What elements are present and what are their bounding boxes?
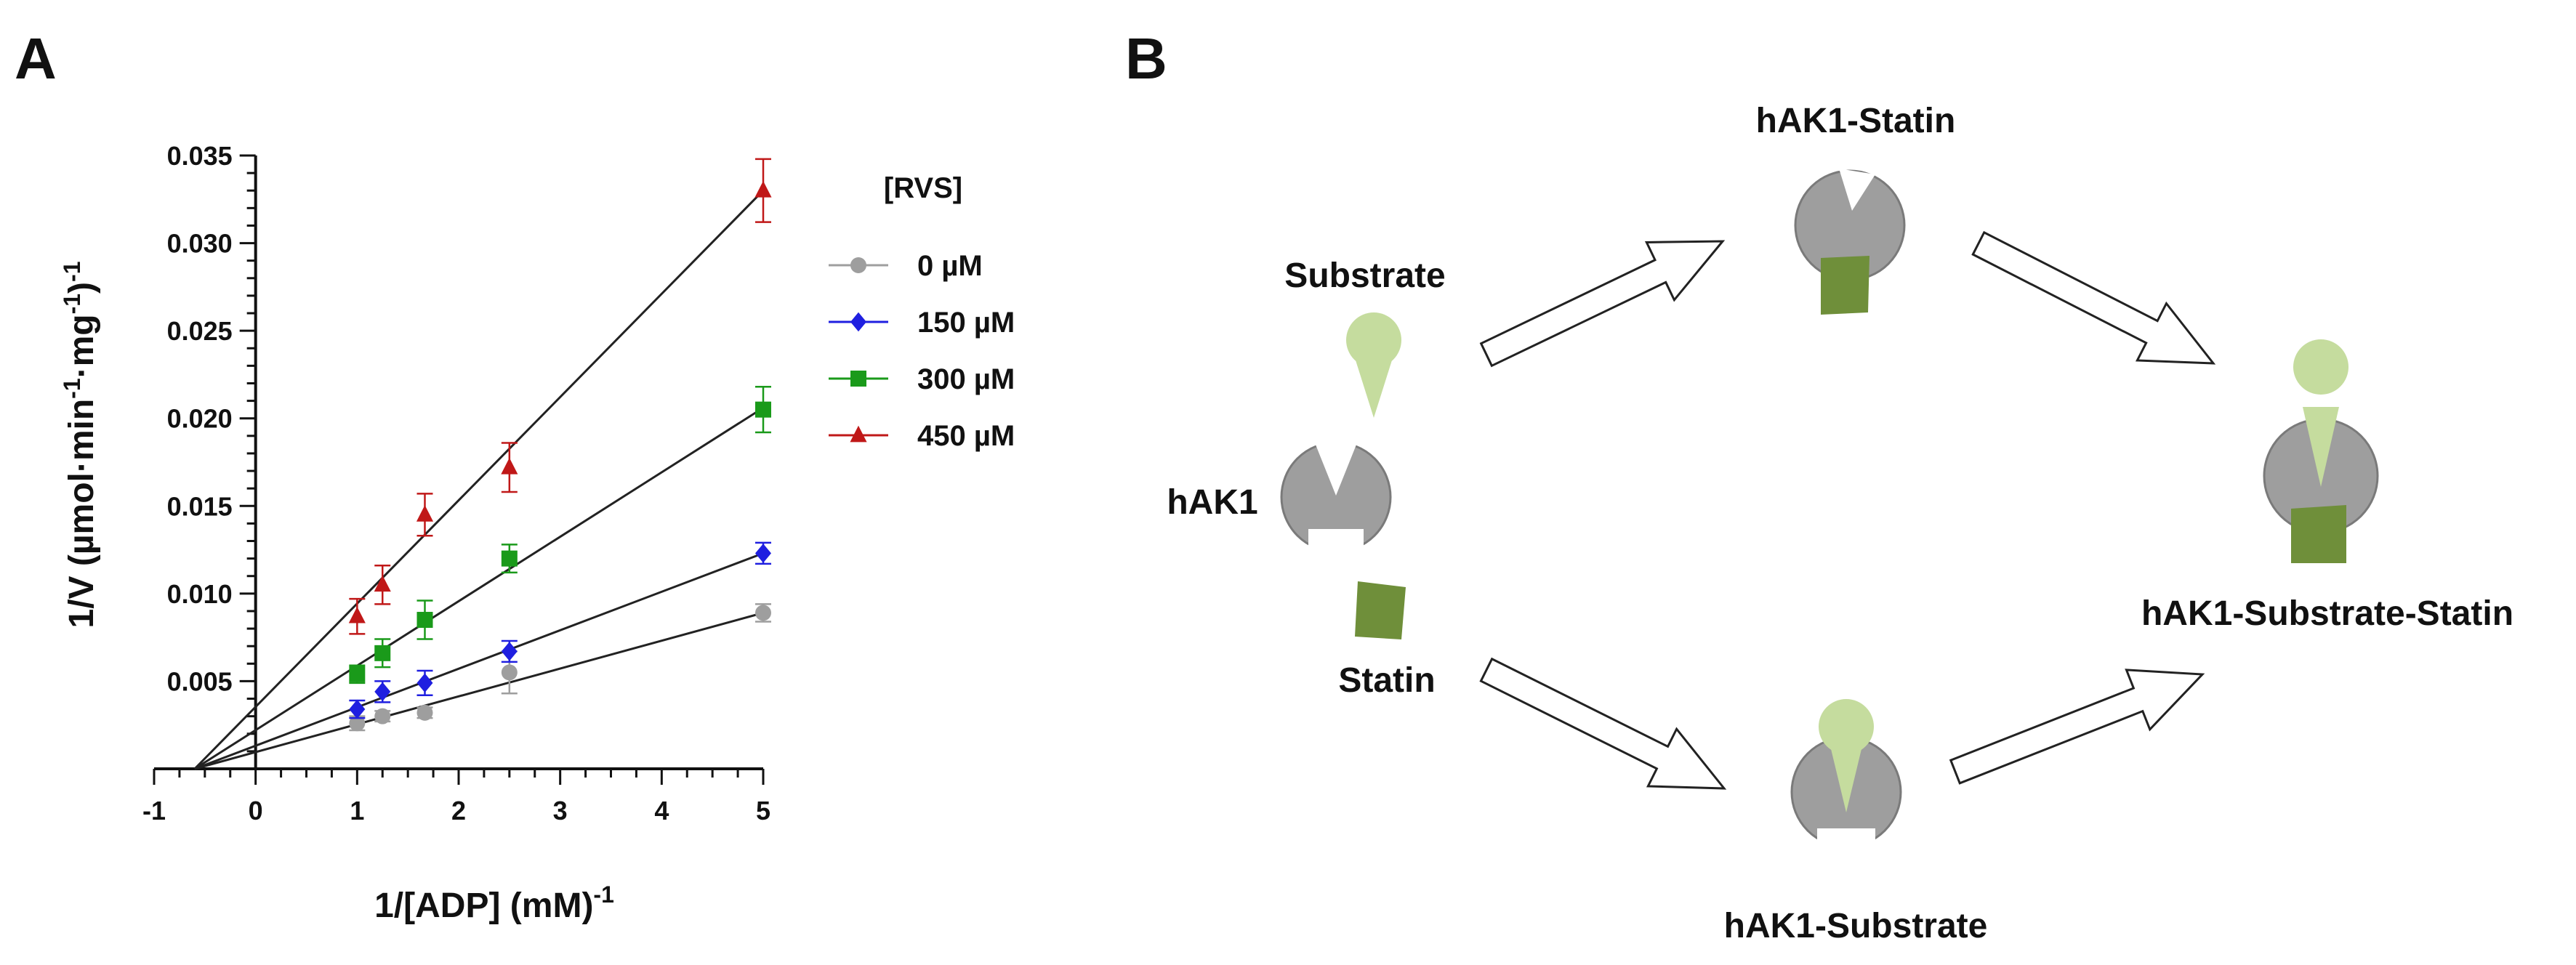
y-axis-label: 1/V (µmol·min-1·mg-1)-1 [59,261,101,628]
arrow-to-hak1-substrate [1479,657,1727,790]
data-point [374,575,391,592]
data-point [501,664,518,681]
legend-label: 150 µM [917,307,1015,339]
arrow-to-hak1-statin [1479,240,1726,368]
legend-label: 300 µM [917,363,1015,395]
arrow-statin-to-ternary [1971,230,2216,365]
data-point [374,682,391,702]
label-substrate: Substrate [1284,257,1445,295]
data-point [349,666,366,682]
data-point [416,673,433,693]
data-point [501,642,518,661]
fit-line [194,552,764,770]
x-tick-label: 0 [249,796,263,825]
free-enzyme-shape [1280,441,1392,554]
arrow-substrate-to-ternary [1949,669,2205,785]
x-tick-label: 4 [654,796,669,825]
chart-legend: [RVS] 0 µM 150 µM 300 µM 450 µM [829,172,1015,452]
y-tick-label: 0.030 [167,229,233,259]
complex-enzyme-substrate-statin [2263,339,2379,563]
data-point [416,704,433,721]
label-hak1-statin: hAK1-Statin [1756,102,1956,140]
free-statin-shape [1355,581,1406,639]
x-tick-label: 5 [756,796,770,825]
data-point [349,699,366,719]
data-point [501,458,518,475]
fit-line [193,190,765,770]
legend-label: 0 µM [917,250,983,282]
data-point [754,181,772,198]
complex-enzyme-statin [1794,169,1906,315]
legend-title: [RVS] [884,172,962,204]
y-tick-label: 0.010 [167,579,233,609]
x-tick-label: 2 [451,796,466,825]
data-point [416,505,434,522]
x-tick-label: -1 [142,796,166,825]
data-point [755,401,771,418]
legend-marker [850,425,867,443]
free-substrate-shape [1346,312,1401,418]
fit-line [194,611,764,770]
data-point [755,544,771,563]
x-axis-label: 1/[ADP] (mM)-1 [374,881,614,925]
label-hak1: hAK1 [1167,483,1257,522]
data-point [349,715,366,732]
fit-line [194,406,764,770]
data-point [755,605,771,621]
data-point [374,645,391,661]
chart-axes: -1 0 1 2 3 4 5 0.005 0.010 0.015 0.020 0.025 0.030 0.… [142,141,770,825]
y-tick-label: 0.025 [167,316,233,346]
y-tick-label: 0.015 [167,491,233,521]
data-point [501,550,518,567]
y-tick-label: 0.035 [167,141,233,171]
y-tick-label: 0.005 [167,666,233,696]
x-tick-label: 3 [553,796,568,825]
fit-lines [193,190,765,770]
label-hak1-substrate-statin: hAK1-Substrate-Statin [2141,594,2513,633]
panel-b-letter: B [1125,26,1167,91]
x-tick-label: 1 [350,796,364,825]
label-statin: Statin [1338,661,1435,700]
label-hak1-substrate: hAK1-Substrate [1724,907,1988,945]
legend-marker [850,312,866,332]
y-tick-label: 0.020 [167,404,233,434]
data-point [416,612,433,629]
legend-marker [850,371,866,387]
panel-a-letter: A [15,26,57,91]
reaction-arrows [1479,230,2216,790]
data-point [348,607,366,623]
data-points [348,158,772,732]
kinetics-chart: -1 0 1 2 3 4 5 0.005 0.010 0.015 0.020 0.025 0.030 0.… [142,141,1015,825]
complex-enzyme-substrate [1790,699,1902,852]
legend-marker [850,257,866,273]
data-point [374,708,391,724]
legend-label: 450 µM [917,420,1015,452]
binding-diagram: hAK1-Statin Substrate hAK1 Statin hAK1-S… [1167,102,2513,945]
